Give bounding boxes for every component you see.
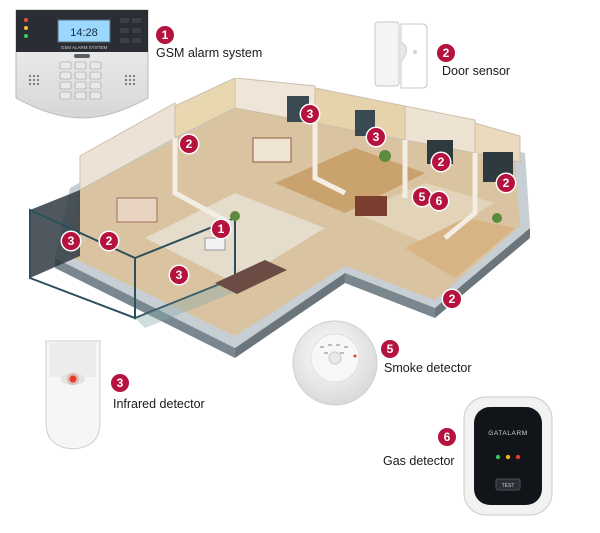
legend-badge-1: 1 <box>156 26 174 44</box>
legend-badge-5: 5 <box>381 340 399 358</box>
pir-sensor-icon <box>45 340 101 450</box>
gsm-alarm-panel: 14:28 GSM ALARM SYSTEM <box>12 6 152 122</box>
gas-detector-icon: GATALARM TEST <box>463 396 553 516</box>
panel-brand: GSM ALARM SYSTEM <box>61 45 108 50</box>
smoke-detector-icon <box>292 320 378 406</box>
gas-detector-test: TEST <box>502 483 515 489</box>
door-sensor-icon <box>374 21 428 89</box>
map-badge-1: 1 <box>212 220 230 238</box>
legend-label-6: Gas detector <box>383 454 455 468</box>
map-badge-3: 3 <box>301 105 319 123</box>
alarm-panel-icon: 14:28 GSM ALARM SYSTEM <box>15 9 149 119</box>
map-badge-3: 3 <box>367 128 385 146</box>
legend-badge-6: 6 <box>438 428 456 446</box>
map-badge-2: 2 <box>497 174 515 192</box>
house-floorplan-icon <box>29 77 530 358</box>
map-badge-6: 6 <box>430 192 448 210</box>
map-badge-2: 2 <box>432 153 450 171</box>
map-badge-3: 3 <box>170 266 188 284</box>
legend-label-1: GSM alarm system <box>156 46 263 60</box>
infrared-detector <box>40 335 106 453</box>
door-sensor <box>372 18 432 92</box>
gas-detector-brand: GATALARM <box>488 430 528 437</box>
map-badge-2: 2 <box>180 135 198 153</box>
map-badge-3: 3 <box>62 232 80 250</box>
map-badge-5: 5 <box>413 188 431 206</box>
house-floorplan: 1 2 2 2 2 2 2 3 3 3 3 3 5 6 <box>25 77 545 358</box>
legend-badge-3: 3 <box>111 374 129 392</box>
legend-label-3: Infrared detector <box>113 397 205 411</box>
smoke-detector <box>290 318 380 408</box>
panel-lcd: 14:28 <box>70 27 98 39</box>
gas-detector: GATALARM TEST <box>462 395 554 517</box>
map-badge-2: 2 <box>100 232 118 250</box>
legend-badge-2: 2 <box>437 44 455 62</box>
legend-label-2: Door sensor <box>442 64 511 78</box>
legend-label-5: Smoke detector <box>384 361 472 375</box>
map-badge-2: 2 <box>443 290 461 308</box>
